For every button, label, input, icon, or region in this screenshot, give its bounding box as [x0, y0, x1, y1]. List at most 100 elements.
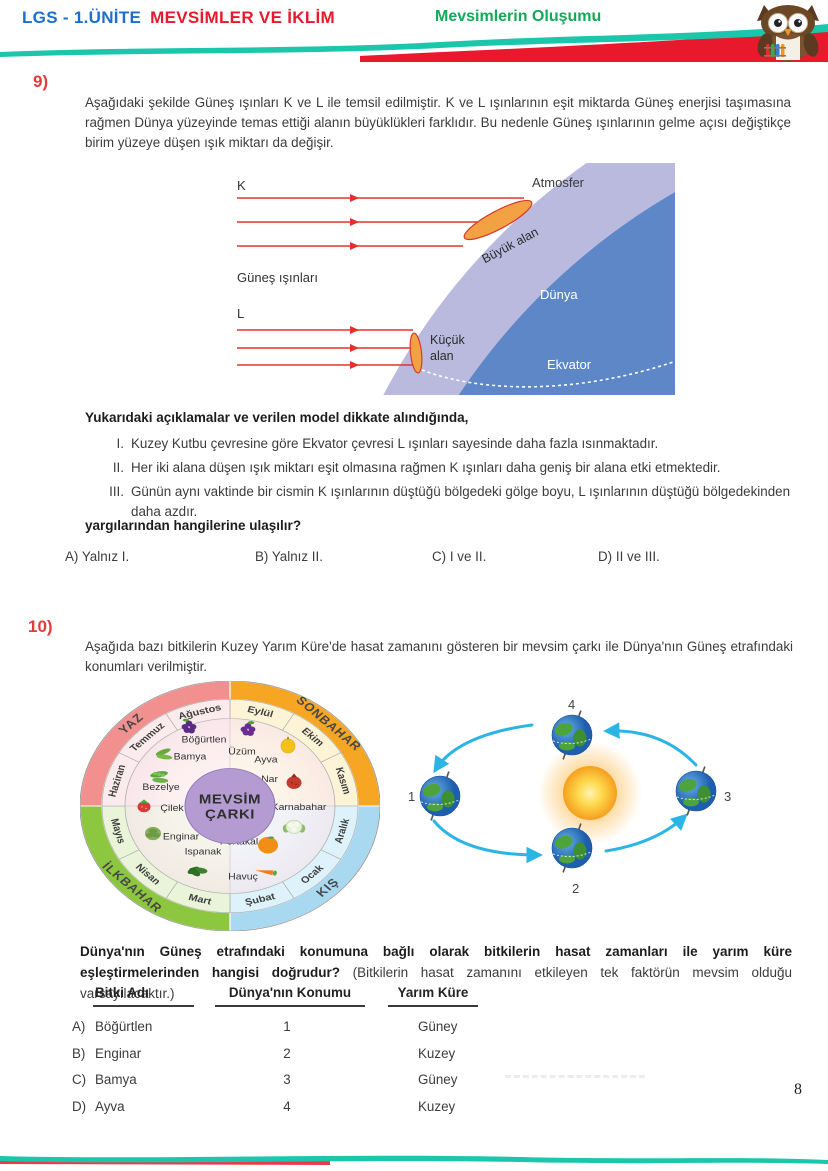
orbit-position-3-label: 3 — [724, 789, 731, 804]
footer-wave-decoration — [0, 1155, 828, 1165]
question-10-number: 10) — [28, 617, 53, 636]
question-10-intro: Aşağıda bazı bitkilerin Kuzey Yarım Küre… — [85, 639, 793, 674]
plant-glyph-okra — [155, 748, 173, 760]
wheel-title-line2: ÇARKI — [205, 808, 255, 822]
ray-arrowheads — [350, 194, 359, 369]
test-tube-rack — [764, 44, 786, 57]
question-9-number: 9) — [33, 72, 49, 91]
sun-rays-label: Güneş ışınları — [237, 270, 318, 285]
atmosphere-label: Atmosfer — [532, 175, 585, 190]
q10-question-note: (Bitkilerin hasat zamanını etkileyen tek… — [80, 965, 792, 1001]
orbit-position-2-label: 2 — [572, 881, 579, 896]
row-hemisphere: Kuzey — [418, 1045, 456, 1061]
q10-question-bold: Dünya'nın Güneş etrafındaki konumuna bağ… — [80, 944, 792, 980]
earth-positions — [419, 710, 717, 873]
owl-beak — [784, 29, 792, 36]
plant-label: Çilek — [160, 804, 184, 814]
page-header: LGS - 1.ÜNİTE MEVSİMLER VE İKLİM Mevsiml… — [0, 0, 828, 64]
statement-text: Günün aynı vaktinde bir cismin K ışınlar… — [131, 484, 791, 519]
row-earth-position: 1 — [283, 1019, 291, 1034]
header-titles: LGS - 1.ÜNİTE MEVSİMLER VE İKLİM — [22, 8, 335, 28]
q9-closing: yargılarından hangilerine ulaşılır? — [85, 518, 302, 533]
plant-label: Ispanak — [185, 847, 222, 857]
row-earth-position: 2 — [283, 1045, 291, 1061]
earth-position-3 — [675, 766, 717, 816]
earth-globe — [459, 192, 675, 395]
row-hemisphere: Güney — [418, 1019, 458, 1034]
statement-numeral: II. — [112, 460, 124, 475]
row-hemisphere: Kuzey — [418, 1098, 456, 1114]
equator-label: Ekvator — [547, 357, 592, 372]
q9-option-b: B) Yalnız II. — [255, 549, 323, 564]
equator-line — [421, 360, 675, 388]
topic-title: Mevsimlerin Oluşumu — [435, 8, 602, 25]
plant-glyph-quince — [280, 736, 296, 754]
plant-label: Bamya — [174, 752, 207, 762]
q9-statement: II. Her iki alana düşen ışık miktarı eşit… — [100, 458, 792, 478]
row-earth-position: 3 — [283, 1072, 291, 1087]
big-area-ellipse — [463, 199, 533, 241]
orbit-arrow-1-to-2 — [432, 819, 543, 864]
orbit-arrow-4-to-1 — [433, 723, 534, 774]
earth-position-4 — [551, 710, 593, 760]
row-plant-name: Böğürtlen — [95, 1019, 153, 1034]
header-teal-wave — [0, 24, 828, 57]
orbit-position-4-label: 4 — [568, 697, 575, 712]
plant-label: Nar — [261, 775, 279, 785]
sun-rays-earth-figure: K Güneş ışınları L Atmosfer Dünya Ekvato… — [237, 163, 675, 395]
plant-glyph-spinach — [187, 866, 208, 877]
row-option-letter: B) — [72, 1045, 86, 1061]
plant-glyph-carrot — [255, 870, 277, 876]
plant-label: Havuç — [228, 872, 258, 882]
page-number: 8 — [794, 1081, 802, 1098]
header-wave-decoration — [0, 24, 828, 62]
question-9-intro: Aşağıdaki şekilde Güneş ışınları K ve L … — [85, 95, 791, 150]
row-option-letter: C) — [72, 1072, 87, 1087]
ray-l-label: L — [237, 306, 244, 321]
plant-glyph-cauliflower — [282, 819, 306, 834]
plant-label: Bezelye — [142, 783, 179, 793]
earth-position-2 — [551, 823, 593, 873]
plant-label: Üzüm — [228, 747, 255, 757]
plant-label: Karnabahar — [272, 803, 328, 813]
q9-option-a: A) Yalnız I. — [65, 549, 130, 564]
plant-glyph-orange — [258, 836, 278, 854]
q9-statement: III.Günün aynı vaktinde bir cismin K ışı… — [100, 482, 792, 521]
statement-text: Her iki alana düşen ışık miktarı eşit ol… — [131, 460, 721, 475]
course-title: LGS - 1.ÜNİTE — [22, 8, 142, 27]
q10-question-paragraph: Dünya'nın Güneş etrafındaki konumuna bağ… — [80, 941, 792, 1004]
l-rays — [237, 329, 413, 366]
unit-title: MEVSİMLER VE İKLİM — [150, 8, 335, 27]
wheel-title-line1: MEVSİM — [199, 792, 261, 806]
orbit-arrows — [432, 722, 698, 864]
row-plant-name: Enginar — [95, 1045, 142, 1061]
q9-lead-in: Yukarıdaki açıklamalar ve verilen model … — [85, 410, 469, 425]
plant-label: Böğürtlen — [182, 735, 227, 745]
ray-k-label: K — [237, 178, 246, 193]
q9-option-c: C) I ve II. — [432, 549, 487, 564]
row-option-letter: D) — [72, 1098, 87, 1114]
row-hemisphere: Güney — [418, 1072, 458, 1087]
wheel-center-hub — [184, 768, 276, 844]
row-plant-name: Bamya — [95, 1072, 137, 1087]
earth-orbit-figure: 1 2 3 4 — [408, 697, 731, 896]
row-plant-name: Ayva — [95, 1098, 125, 1114]
table-header-hemisphere: Yarım Küre — [388, 985, 478, 1007]
orbit-arrow-2-to-3 — [604, 813, 688, 853]
row-option-letter: A) — [72, 1019, 86, 1034]
statement-numeral: I. — [116, 436, 124, 451]
small-area-label-1: Küçük — [430, 333, 465, 347]
plant-glyph-peas — [150, 771, 169, 783]
owl-mascot — [757, 5, 819, 61]
table-header-plant: Bitki Adı — [93, 985, 194, 1007]
sun — [563, 766, 617, 820]
earth-label: Dünya — [540, 287, 578, 302]
earth-position-1 — [419, 771, 461, 821]
plant-glyph-grapes — [240, 721, 256, 736]
q9-option-d: D) II ve III. — [598, 549, 660, 564]
plant-glyph-berries — [181, 718, 197, 734]
month-label: Mart — [187, 893, 213, 908]
statement-text: Kuzey Kutbu çevresine göre Ekvator çevre… — [131, 436, 659, 451]
